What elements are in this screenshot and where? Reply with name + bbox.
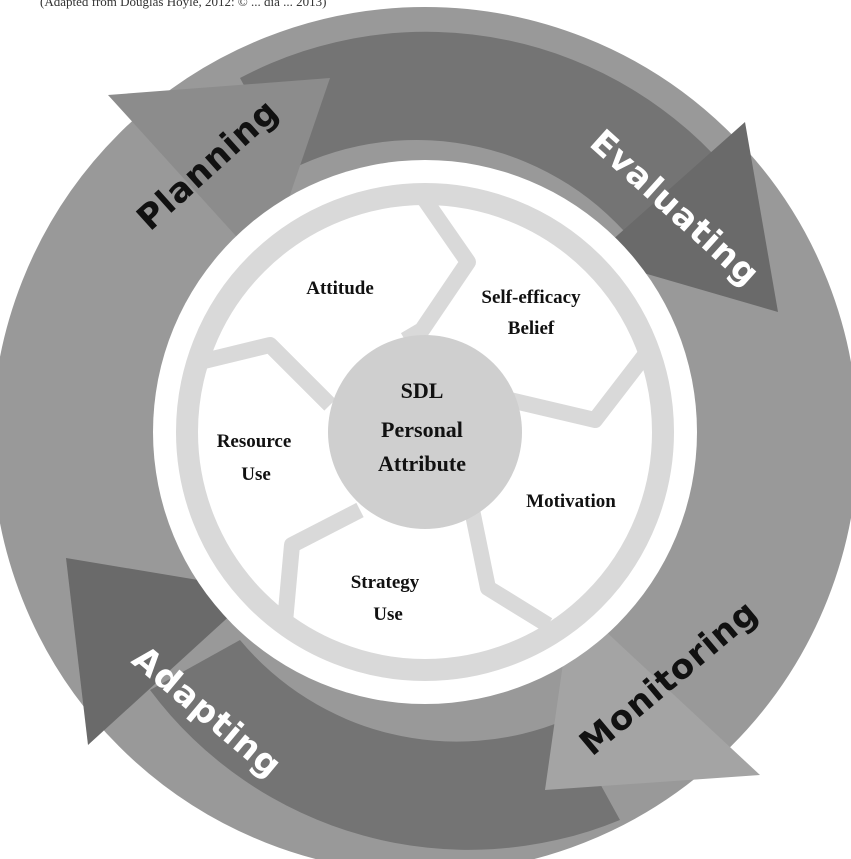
evaluating-band [240, 31, 736, 250]
attribute-resource-line-1: Resource [217, 431, 292, 452]
attribute-resource-line-2: Use [241, 464, 271, 485]
attribute-attitude: Attitude [306, 278, 374, 299]
divider-bottom-right [462, 498, 553, 632]
center-hub [328, 335, 522, 529]
divider-right [508, 350, 652, 428]
divider-left [198, 337, 336, 411]
attribute-self-efficacy-line-2: Belief [508, 318, 555, 339]
center-line-2: Personal [381, 417, 463, 442]
divider-bottom-left [277, 502, 364, 623]
adapting-arrowhead [66, 558, 258, 745]
adapting-band [150, 640, 620, 850]
monitoring-arrowhead [545, 600, 760, 790]
attribute-self-efficacy-line-1: Self-efficacy [481, 287, 581, 308]
center-line-1: SDL [401, 378, 444, 403]
center-line-3: Attribute [378, 451, 466, 476]
attribute-strategy-line-1: Strategy [351, 572, 420, 593]
inner-ring [176, 183, 674, 681]
divider-top [400, 195, 476, 347]
attribute-strategy-line-2: Use [373, 604, 403, 625]
attribute-motivation: Motivation [526, 491, 616, 512]
top-note: (Adapted from Douglas Hoyle, 2012: © ...… [40, 0, 326, 9]
petal-dividers [198, 195, 652, 632]
